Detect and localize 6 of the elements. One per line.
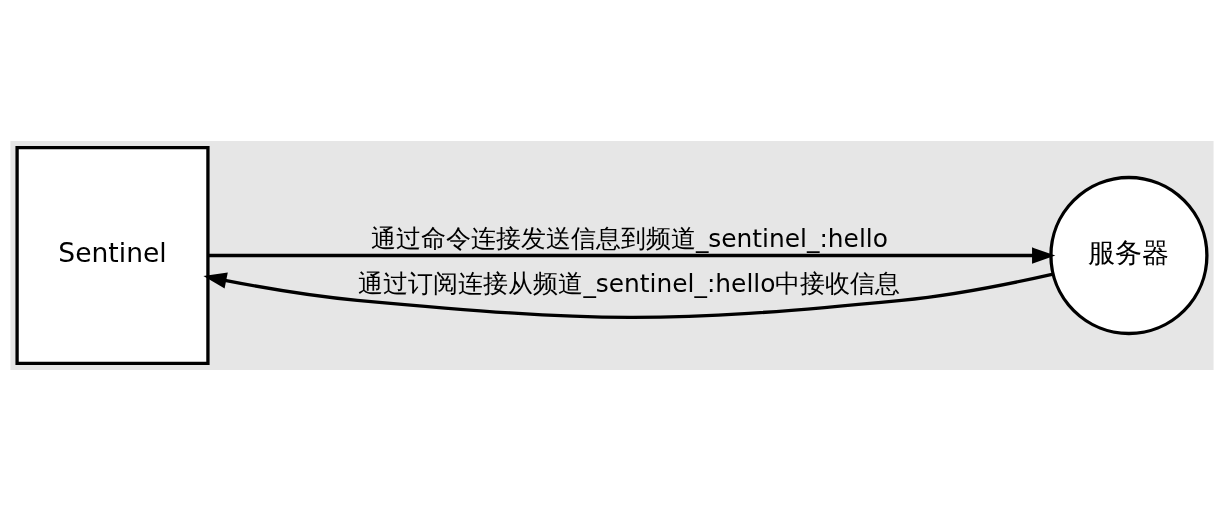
arrow — [203, 272, 1054, 320]
arrow — [208, 247, 1056, 264]
node-circle: 服务器 — [1049, 175, 1209, 336]
node-box: Sentinel — [15, 146, 210, 366]
edge-label: 通过命令连接发送信息到频道_sentinel_:hello — [370, 224, 888, 254]
edge-label: 通过订阅连接从频道_sentinel_:hello中接收信息 — [358, 269, 901, 299]
